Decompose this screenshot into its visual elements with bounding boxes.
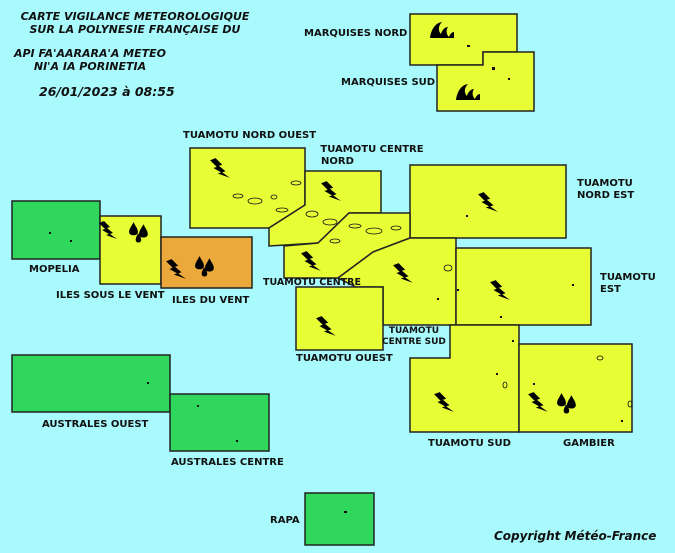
- zone-tuamotu-sud[interactable]: [409, 324, 520, 433]
- label-gambier: GAMBIER: [563, 438, 615, 449]
- zone-tuamotu-est[interactable]: [455, 247, 592, 326]
- map-title-line1: CARTE VIGILANCE METEOROLOGIQUE: [20, 10, 250, 23]
- zone-australes-centre[interactable]: [169, 393, 270, 452]
- label-rapa: RAPA: [270, 515, 300, 526]
- map-title-line2: SUR LA POLYNESIE FRANÇAISE DU: [29, 23, 241, 36]
- label-tuamotu-centre-nord: TUAMOTU CENTRE NORD: [320, 144, 424, 168]
- zone-australes-ouest[interactable]: [11, 354, 171, 413]
- map-subtitle-line2: NI'A IA PORINETIA: [33, 60, 147, 73]
- label-tuamotu-nord-ouest: TUAMOTU NORD OUEST: [183, 130, 317, 141]
- label-tuamotu-nord-est-line2: NORD EST: [577, 190, 635, 201]
- label-tuamotu-est-line2: EST: [600, 284, 621, 295]
- label-tuamotu-ouest: TUAMOTU OUEST: [296, 353, 393, 364]
- zone-mopelia[interactable]: [11, 200, 101, 260]
- issue-date: 26/01/2023 à 08:55: [39, 84, 175, 99]
- label-australes-ouest: AUSTRALES OUEST: [42, 419, 149, 430]
- label-tuamotu-centre-sud: TUAMOTU CENTRE SUD: [382, 326, 446, 348]
- zone-gambier[interactable]: [518, 343, 633, 433]
- label-tuamotu-centre: TUAMOTU CENTRE: [263, 277, 361, 288]
- label-mopelia: MOPELIA: [29, 264, 80, 275]
- map-subtitle-line1: API FA'AARARA'A METEO: [13, 47, 166, 60]
- small-islands: [49, 45, 623, 513]
- label-tuamotu-sud: TUAMOTU SUD: [428, 438, 511, 449]
- label-marquises-sud: MARQUISES SUD: [341, 77, 436, 88]
- copyright-notice: Copyright Météo-France: [494, 529, 657, 543]
- label-tuamotu-centre-sud-line1: TUAMOTU: [388, 326, 440, 336]
- label-marquises-nord: MARQUISES NORD: [304, 28, 408, 39]
- label-tuamotu-est-line1: TUAMOTU: [600, 272, 656, 283]
- label-tuamotu-centre-nord-line2: NORD: [321, 156, 354, 167]
- label-tuamotu-nord-est: TUAMOTU NORD EST: [577, 178, 634, 202]
- zone-tuamotu-ouest[interactable]: [295, 286, 384, 351]
- label-australes-centre: AUSTRALES CENTRE: [171, 457, 284, 468]
- label-iles-du-vent: ILES DU VENT: [172, 295, 250, 306]
- zone-iles-du-vent[interactable]: [160, 236, 253, 289]
- zone-iles-sous-le-vent[interactable]: [99, 215, 162, 285]
- label-tuamotu-est: TUAMOTU EST: [600, 272, 656, 296]
- label-iles-sous-le-vent: ILES SOUS LE VENT: [56, 290, 165, 301]
- atoll-outlines: [232, 180, 633, 408]
- zone-rapa[interactable]: [304, 492, 375, 546]
- label-tuamotu-centre-nord-line1: TUAMOTU CENTRE: [320, 144, 424, 155]
- label-tuamotu-centre-sud-line2: CENTRE SUD: [382, 337, 446, 347]
- label-tuamotu-nord-est-line1: TUAMOTU: [577, 178, 633, 189]
